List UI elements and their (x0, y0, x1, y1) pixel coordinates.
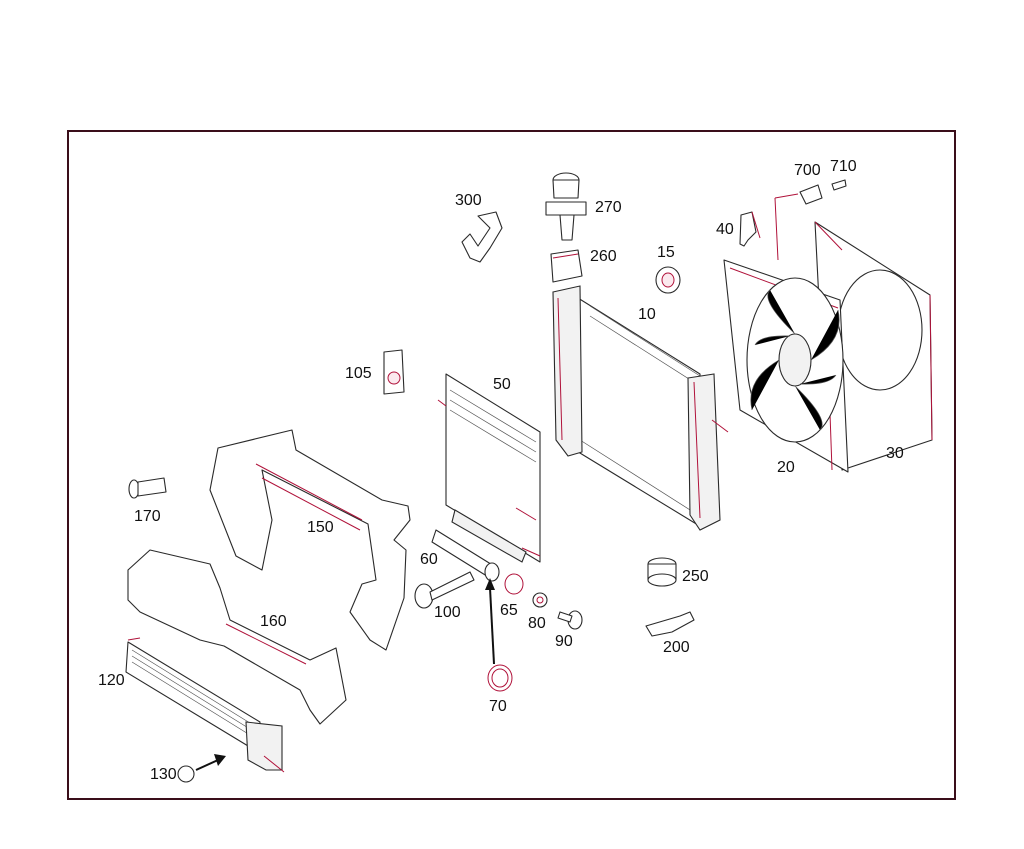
callout-130: 130 (150, 766, 177, 783)
part-100-bolt[interactable] (414, 571, 475, 609)
part-20-electric-fan[interactable] (723, 259, 849, 473)
callout-170: 170 (134, 508, 161, 525)
part-15-cap[interactable] (655, 266, 681, 294)
part-80-nut[interactable] (532, 592, 548, 608)
callout-20: 20 (777, 459, 795, 476)
leader-70-arrow (485, 578, 495, 590)
part-260-bracket[interactable] (550, 249, 583, 283)
part-65-o-ring[interactable] (504, 573, 524, 595)
part-300-clamp[interactable] (461, 211, 503, 263)
part-700-connector[interactable] (774, 184, 823, 261)
leader-70 (489, 587, 495, 665)
callout-40: 40 (716, 221, 734, 238)
callout-120: 120 (98, 672, 125, 689)
part-10-radiator[interactable] (552, 285, 729, 531)
part-40-clip[interactable] (739, 211, 761, 247)
part-150-air-duct[interactable] (209, 429, 411, 651)
callout-100: 100 (434, 604, 461, 621)
callout-60: 60 (420, 551, 438, 568)
part-105-bracket[interactable] (383, 349, 405, 395)
part-60-dryer[interactable] (431, 509, 527, 582)
leader-130 (195, 759, 219, 771)
part-130-grommet[interactable] (177, 765, 195, 783)
callout-200: 200 (663, 639, 690, 656)
callout-30: 30 (886, 445, 904, 462)
callout-270: 270 (595, 199, 622, 216)
callout-710: 710 (830, 158, 857, 175)
part-160-air-duct[interactable] (127, 549, 347, 725)
part-270-mount[interactable] (545, 172, 587, 241)
callout-260: 260 (590, 248, 617, 265)
part-90-screw[interactable] (557, 610, 583, 630)
part-170-push-rivet[interactable] (128, 477, 167, 499)
callout-105: 105 (345, 365, 372, 382)
part-200-bracket[interactable] (645, 611, 695, 637)
callout-50: 50 (493, 376, 511, 393)
callout-90: 90 (555, 633, 573, 650)
part-120-charge-air-cooler[interactable] (125, 637, 285, 773)
callout-700: 700 (794, 162, 821, 179)
part-50-condenser[interactable] (437, 373, 541, 563)
callout-65: 65 (500, 602, 518, 619)
part-250-cap[interactable] (647, 557, 677, 587)
diagram-frame (67, 130, 956, 800)
callout-15: 15 (657, 244, 675, 261)
callout-80: 80 (528, 615, 546, 632)
leader-130-arrow (214, 754, 226, 766)
part-70-o-ring[interactable] (487, 664, 513, 692)
callout-150: 150 (307, 519, 334, 536)
callout-70: 70 (489, 698, 507, 715)
callout-300: 300 (455, 192, 482, 209)
callout-160: 160 (260, 613, 287, 630)
callout-10: 10 (638, 306, 656, 323)
callout-250: 250 (682, 568, 709, 585)
part-710-pin[interactable] (831, 179, 847, 191)
